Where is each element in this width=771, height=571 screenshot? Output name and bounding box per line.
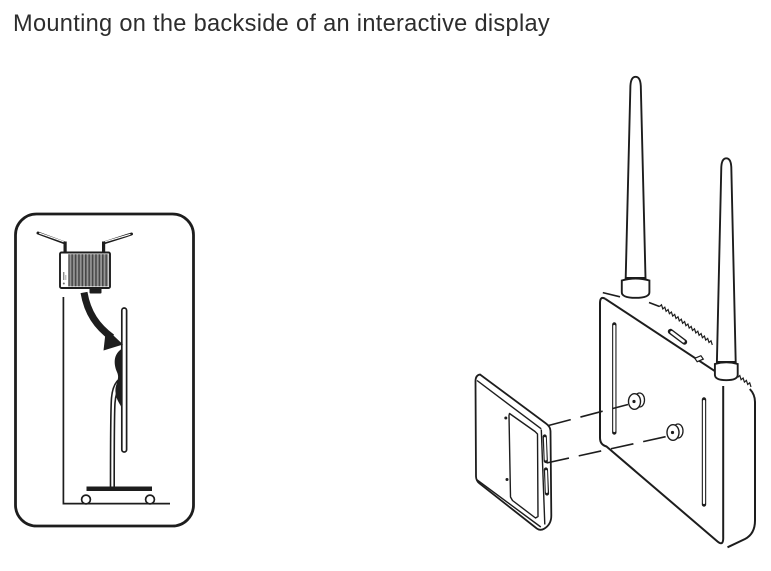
display-stand-side-view (80, 307, 156, 505)
exploded-view-illustration (474, 75, 756, 549)
antenna-left-shaft (624, 75, 647, 279)
top-vent-slot-inner (670, 330, 685, 343)
page-title: Mounting on the backside of an interacti… (13, 11, 550, 37)
stand-base-bar (86, 486, 152, 491)
wireless-device-body (599, 291, 756, 549)
device-logo-mark (62, 282, 65, 285)
bracket-front-top-edge (476, 379, 542, 430)
top-face-back-edge (648, 301, 660, 308)
antenna-right-shaft (715, 157, 737, 363)
right-side-face (727, 388, 756, 549)
dashed-guide-lower (546, 435, 667, 464)
top-hole (693, 354, 705, 363)
antenna-left (620, 75, 651, 299)
inset-overview-figure (0, 195, 210, 545)
stand-wheel (144, 494, 156, 505)
mounting-bracket (474, 373, 553, 531)
stand-wheel (80, 494, 92, 505)
stand-pole-line (109, 378, 120, 488)
exploded-view-figure (460, 60, 771, 550)
alignment-guide-lines (546, 403, 667, 464)
bracket-screw-hole (505, 478, 509, 481)
arrow-head (103, 328, 123, 351)
inset-frame (14, 212, 195, 528)
screw-center (632, 399, 636, 404)
floor-and-wall-line (62, 297, 170, 505)
bracket-keyhole-slot-lower-inner (545, 470, 548, 493)
device-label-text (63, 272, 65, 280)
antenna-right-base (713, 361, 739, 382)
antenna-connector (102, 241, 106, 254)
bracket-front-bottom-edge (476, 478, 542, 528)
antenna-left-highlight (38, 232, 66, 243)
bracket-outline (474, 373, 553, 531)
mount-tab (89, 288, 102, 294)
mounting-direction-arrow (80, 291, 123, 351)
antenna-left-base (620, 277, 651, 299)
front-face-outline (599, 296, 725, 545)
heatsink-serration (737, 374, 752, 388)
shoulder-screw-upper (627, 392, 646, 411)
device-label-text (65, 275, 67, 280)
antenna-connector (63, 241, 67, 254)
wireless-device-small (36, 231, 133, 294)
bracket-keyhole-slot-upper-inner (543, 437, 547, 461)
device-heatsink-fins (68, 254, 109, 287)
mounted-device-side-silhouette (114, 349, 122, 407)
heatsink-serration (659, 303, 713, 346)
antenna-right (713, 157, 739, 382)
bracket-screw-hole (504, 416, 508, 420)
screw-center (670, 430, 675, 435)
inset-overview-illustration (14, 212, 195, 528)
top-face-back-edge (602, 291, 621, 298)
display-panel-side (120, 307, 128, 453)
antenna-right-highlight (103, 233, 131, 243)
bracket-front-right-edge (540, 429, 546, 525)
shoulder-screw-lower (666, 423, 684, 442)
bracket-mounting-pad (508, 412, 539, 519)
dashed-guide-upper (548, 403, 629, 427)
